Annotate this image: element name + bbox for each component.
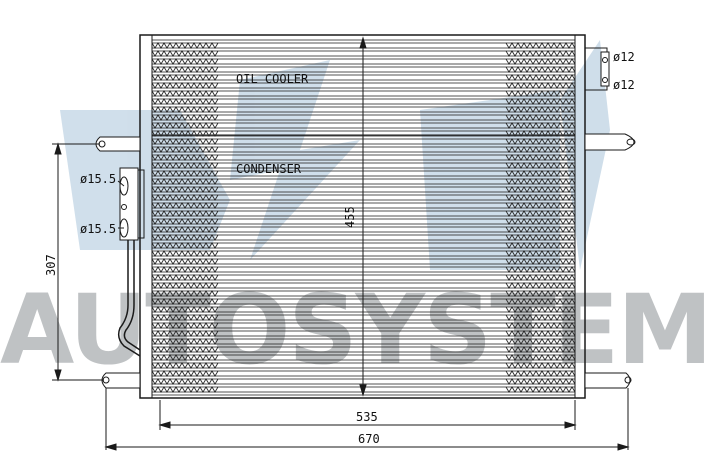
condenser-label: CONDENSER [236, 162, 302, 176]
right-bracket [584, 133, 635, 151]
left-bracket [95, 136, 141, 152]
dim-307-value: 307 [44, 254, 58, 276]
bottom-left-bracket [101, 372, 141, 389]
pipe-lower-diameter: ø15.5 [80, 222, 117, 236]
connector-upper-diameter: ø12 [613, 50, 635, 64]
bottom-right-bracket [584, 372, 631, 389]
pipe-flange [119, 167, 139, 241]
oil-cooler-label: OIL COOLER [236, 72, 309, 86]
left-tank [139, 34, 153, 399]
dim-455-value: 455 [343, 206, 357, 228]
connector-lower-diameter: ø12 [613, 78, 635, 92]
fins-right [505, 42, 576, 393]
pipe-upper-diameter: ø15.5 [80, 172, 117, 186]
pipe [117, 240, 141, 357]
oil-connector-flange [600, 51, 610, 87]
fins-left [151, 42, 219, 393]
dim-535-value: 535 [356, 410, 378, 424]
right-tank [574, 34, 586, 399]
dim-670-value: 670 [358, 432, 380, 446]
watermark-text: AUTOSYSTEM [0, 274, 709, 386]
